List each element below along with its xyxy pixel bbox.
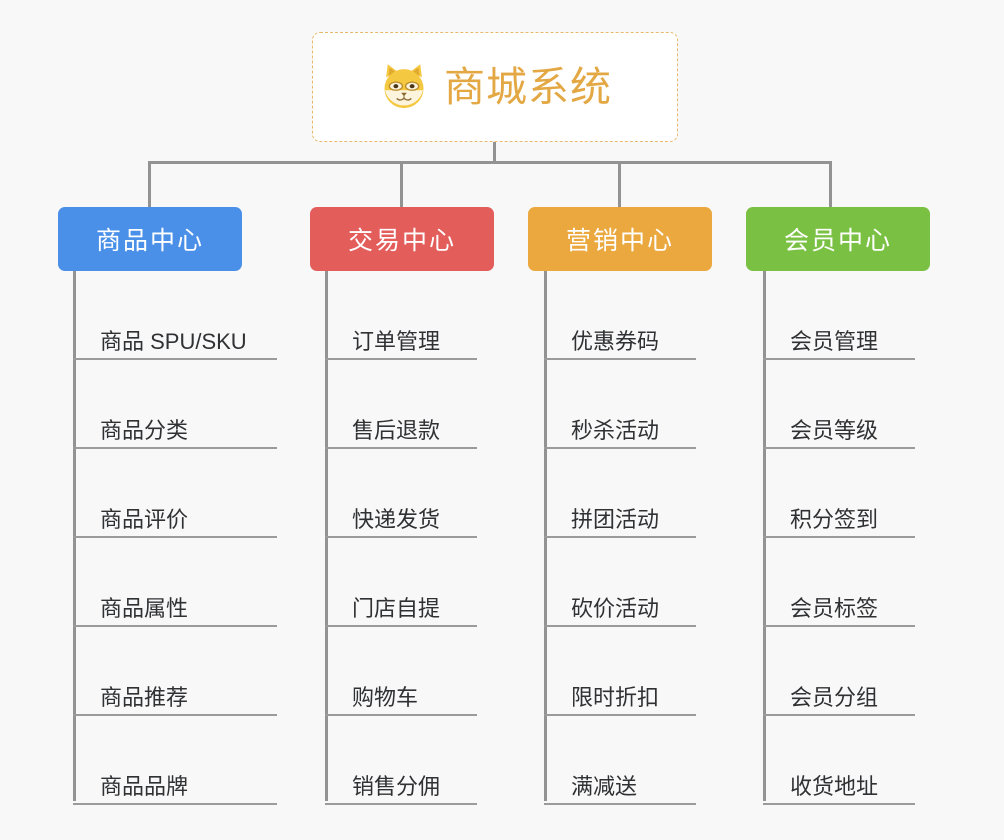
leaf-item-underline [544, 447, 696, 449]
leaf-item-label: 商品属性 [100, 596, 189, 621]
leaf-item-label: 快递发货 [352, 507, 441, 532]
leaf-item-underline [73, 447, 277, 449]
leaf-item-label: 订单管理 [352, 329, 441, 354]
category-box-1[interactable]: 商品中心 [58, 207, 242, 271]
leaf-item-label: 拼团活动 [571, 507, 660, 532]
leaf-item-underline [73, 536, 277, 538]
leaf-item-label: 砍价活动 [571, 596, 660, 621]
leaf-item[interactable]: 商品分类 [73, 360, 277, 449]
leaf-item[interactable]: 门店自提 [325, 538, 477, 627]
leaf-item-underline [544, 803, 696, 805]
connector-drop-4 [829, 161, 832, 207]
leaf-item[interactable]: 快递发货 [325, 449, 477, 538]
category-box-3[interactable]: 营销中心 [528, 207, 712, 271]
connector-root-stem [493, 142, 496, 164]
root-node[interactable]: 商城系统 [312, 32, 678, 142]
leaf-item[interactable]: 会员管理 [763, 271, 915, 360]
connector-horizontal-bus [149, 161, 832, 164]
leaf-item[interactable]: 购物车 [325, 627, 477, 716]
leaf-item-underline [763, 358, 915, 360]
leaf-item-underline [763, 714, 915, 716]
leaf-item-label: 会员等级 [790, 418, 879, 443]
leaf-item-underline [763, 536, 915, 538]
leaf-item-label: 会员标签 [790, 596, 879, 621]
leaf-item[interactable]: 售后退款 [325, 360, 477, 449]
leaf-item-underline [73, 714, 277, 716]
leaf-item-underline [73, 625, 277, 627]
leaf-item[interactable]: 商品评价 [73, 449, 277, 538]
leaf-item[interactable]: 满减送 [544, 716, 696, 805]
leaf-item-underline [325, 536, 477, 538]
leaf-item-label: 秒杀活动 [571, 418, 660, 443]
leaf-item-underline [763, 625, 915, 627]
leaf-item-underline [763, 803, 915, 805]
leaf-item-underline [544, 714, 696, 716]
leaf-item[interactable]: 商品属性 [73, 538, 277, 627]
leaf-item[interactable]: 限时折扣 [544, 627, 696, 716]
leaf-item-underline [325, 358, 477, 360]
leaf-item-label: 销售分佣 [352, 774, 441, 799]
leaf-item[interactable]: 拼团活动 [544, 449, 696, 538]
leaf-item[interactable]: 秒杀活动 [544, 360, 696, 449]
leaf-item-underline [73, 803, 277, 805]
leaf-item-underline [544, 358, 696, 360]
category-label: 会员中心 [783, 227, 892, 255]
leaf-item[interactable]: 商品 SPU/SKU [73, 271, 277, 360]
leaf-item[interactable]: 砍价活动 [544, 538, 696, 627]
category-label: 营销中心 [565, 227, 674, 255]
leaf-item-underline [325, 625, 477, 627]
leaf-item-label: 商品推荐 [100, 685, 189, 710]
leaf-item-label: 售后退款 [352, 418, 441, 443]
leaf-item[interactable]: 商品品牌 [73, 716, 277, 805]
leaf-item[interactable]: 销售分佣 [325, 716, 477, 805]
shiba-dog-icon [378, 61, 430, 113]
leaf-item-underline [544, 536, 696, 538]
leaf-item-label: 收货地址 [790, 774, 879, 799]
leaf-item-label: 商品分类 [100, 418, 189, 443]
category-label: 商品中心 [95, 227, 204, 255]
root-title: 商城系统 [444, 63, 612, 110]
leaf-item-label: 商品品牌 [100, 774, 189, 799]
leaf-item-underline [325, 803, 477, 805]
connector-drop-1 [148, 161, 151, 207]
connector-drop-2 [400, 161, 403, 207]
leaf-item[interactable]: 积分签到 [763, 449, 915, 538]
leaf-item[interactable]: 商品推荐 [73, 627, 277, 716]
category-box-4[interactable]: 会员中心 [746, 207, 930, 271]
leaf-item-label: 积分签到 [790, 507, 879, 532]
leaf-item-underline [325, 447, 477, 449]
leaf-item-underline [544, 625, 696, 627]
leaf-item-label: 会员管理 [790, 329, 879, 354]
leaf-item[interactable]: 订单管理 [325, 271, 477, 360]
leaf-item[interactable]: 收货地址 [763, 716, 915, 805]
leaf-item[interactable]: 会员分组 [763, 627, 915, 716]
connector-drop-3 [618, 161, 621, 207]
leaf-item-label: 购物车 [352, 685, 419, 710]
leaf-item[interactable]: 会员标签 [763, 538, 915, 627]
category-label: 交易中心 [347, 227, 456, 255]
leaf-item-label: 商品评价 [100, 507, 189, 532]
category-box-2[interactable]: 交易中心 [310, 207, 494, 271]
leaf-item-underline [73, 358, 277, 360]
leaf-item-label: 商品 SPU/SKU [100, 329, 247, 354]
leaf-item-underline [763, 447, 915, 449]
leaf-item[interactable]: 优惠券码 [544, 271, 696, 360]
leaf-item-underline [325, 714, 477, 716]
leaf-item-label: 门店自提 [352, 596, 441, 621]
leaf-item[interactable]: 会员等级 [763, 360, 915, 449]
leaf-item-label: 满减送 [571, 774, 638, 799]
leaf-item-label: 会员分组 [790, 685, 879, 710]
leaf-item-label: 优惠券码 [571, 329, 660, 354]
leaf-item-label: 限时折扣 [571, 685, 660, 710]
